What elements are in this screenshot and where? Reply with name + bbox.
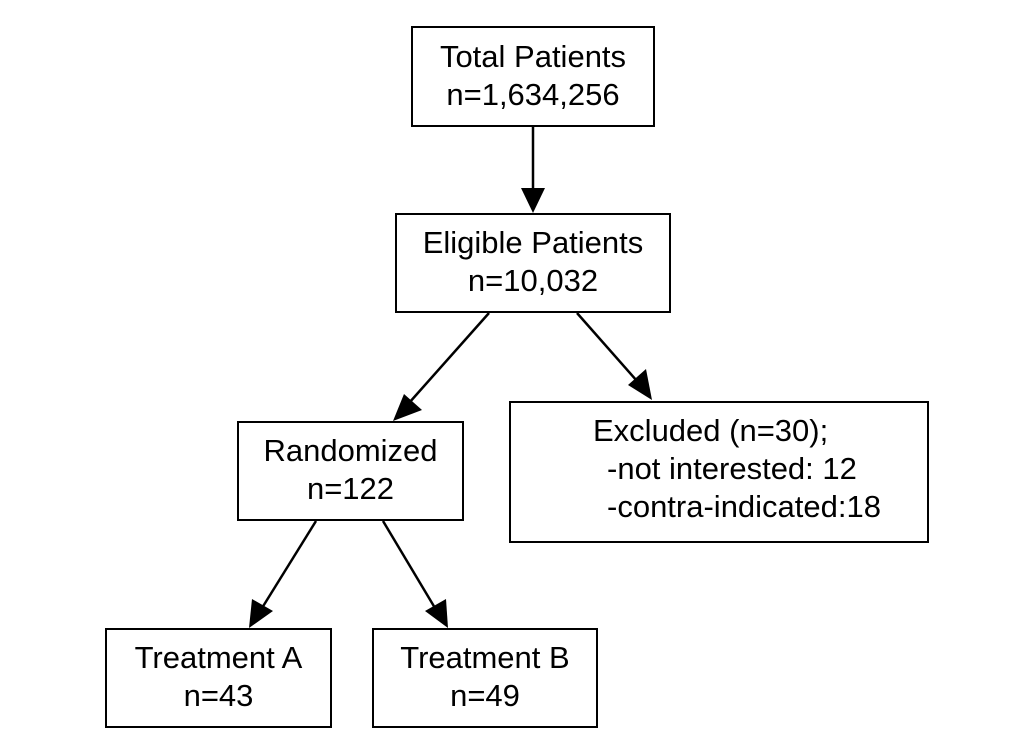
randomized-title: Randomized (263, 433, 438, 468)
eligible-patients-box: Eligible Patients n=10,032 (395, 213, 671, 313)
excluded-reason-not-interested: -not interested: 12 (607, 451, 857, 486)
arrow-randomized-to-treatment-b (381, 520, 437, 609)
arrowhead-eligible-to-excluded (628, 369, 652, 400)
arrowhead-randomized-to-treatment-a (249, 599, 273, 628)
arrow-eligible-to-randomized (408, 312, 490, 404)
randomized-count: n=122 (306, 471, 395, 506)
eligible-patients-count: n=10,032 (467, 263, 599, 298)
treatment-a-count: n=43 (183, 678, 254, 713)
excluded-reason-contra-indicated: -contra-indicated:18 (607, 489, 881, 524)
treatment-b-box: Treatment B n=49 (372, 628, 598, 728)
total-patients-title: Total Patients (439, 39, 627, 74)
treatment-b-title: Treatment B (400, 640, 570, 675)
total-patients-count: n=1,634,256 (446, 77, 620, 112)
arrow-eligible-to-excluded (576, 312, 638, 382)
excluded-title: Excluded (n=30); (593, 413, 829, 448)
treatment-a-box: Treatment A n=43 (105, 628, 332, 728)
randomized-box: Randomized n=122 (237, 421, 464, 521)
arrowhead-total-to-eligible (521, 188, 545, 213)
excluded-box: Excluded (n=30); -not interested: 12 -co… (509, 401, 929, 543)
arrowhead-randomized-to-treatment-b (425, 599, 448, 628)
arrowhead-eligible-to-randomized (393, 394, 422, 421)
arrow-randomized-to-treatment-a (260, 520, 318, 609)
eligible-patients-title: Eligible Patients (422, 225, 644, 260)
total-patients-box: Total Patients n=1,634,256 (411, 26, 655, 127)
treatment-b-count: n=49 (450, 678, 520, 713)
treatment-a-title: Treatment A (134, 640, 303, 675)
